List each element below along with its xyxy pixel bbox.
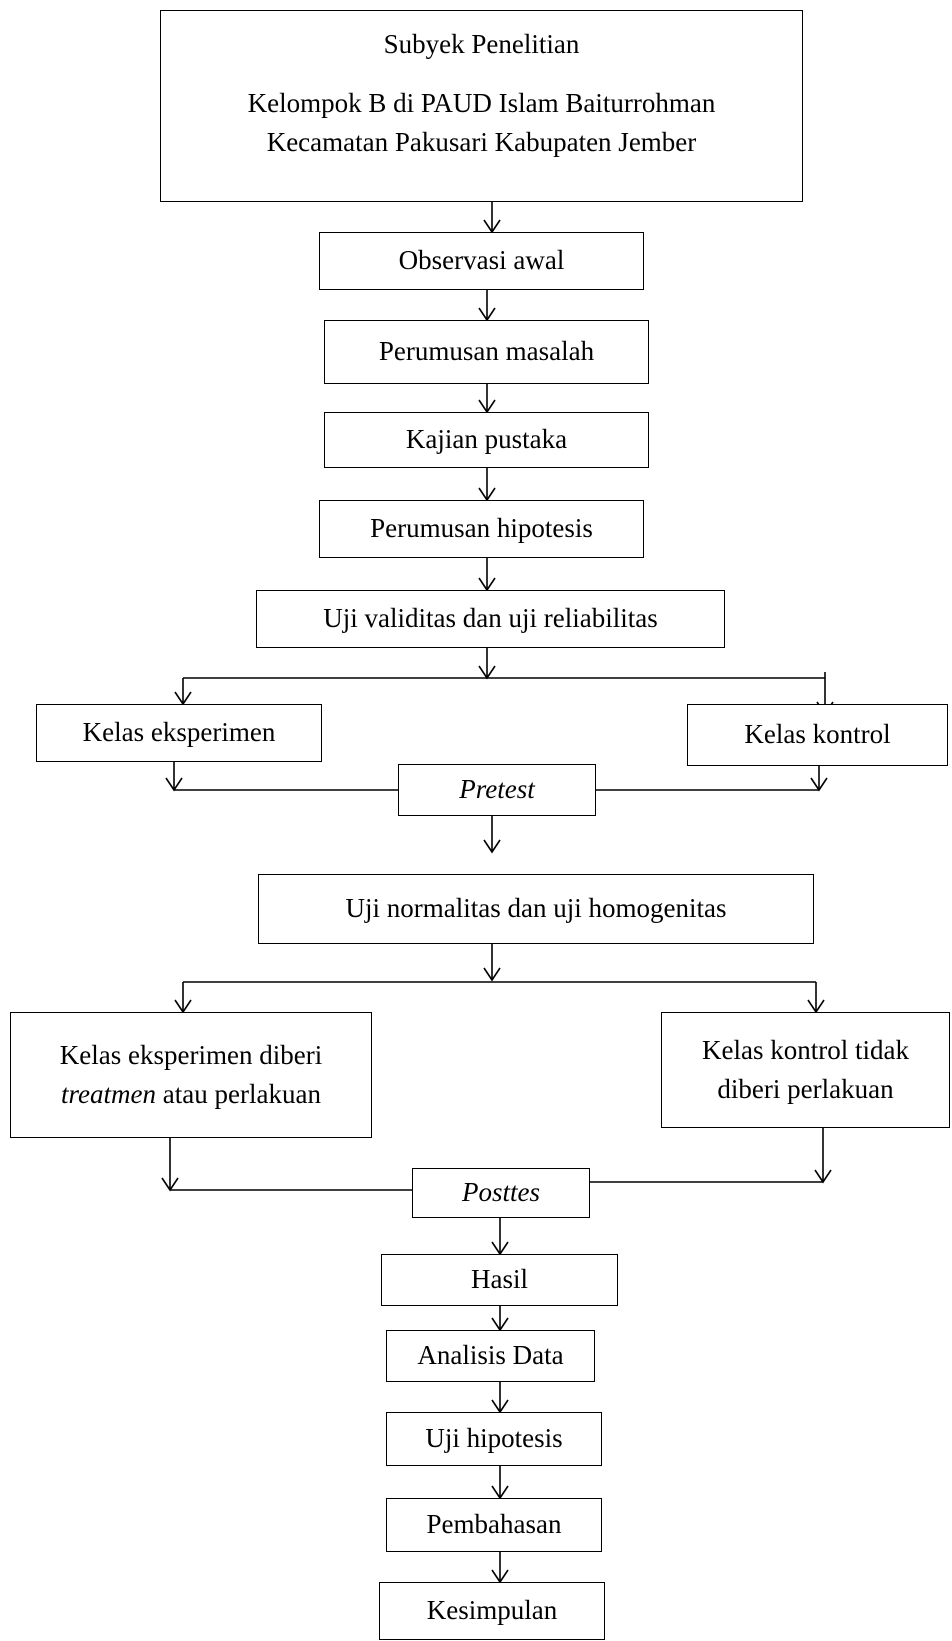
subject-box: Subyek Penelitian Kelompok B di PAUD Isl… xyxy=(160,10,803,202)
uji-validitas-label: Uji validitas dan uji reliabilitas xyxy=(323,603,658,634)
kelas-kontrol-box: Kelas kontrol xyxy=(687,704,948,766)
kesimpulan-label: Kesimpulan xyxy=(426,1595,558,1626)
kontrol-treatment-box: Kelas kontrol tidak diberi perlakuan xyxy=(661,1012,950,1128)
hasil-label: Hasil xyxy=(471,1264,528,1295)
pretest-label: Pretest xyxy=(459,774,535,805)
uji-validitas-box: Uji validitas dan uji reliabilitas xyxy=(256,590,725,648)
eksperimen-treatment-line-2-rest: atau perlakuan xyxy=(156,1079,321,1109)
kelas-eksperimen-label: Kelas eksperimen xyxy=(82,717,276,748)
kontrol-treatment-line-2: diberi perlakuan xyxy=(717,1074,894,1104)
perumusan-masalah-box: Perumusan masalah xyxy=(324,320,649,384)
perumusan-hipotesis-label: Perumusan hipotesis xyxy=(370,513,593,544)
subject-line-2: Kecamatan Pakusari Kabupaten Jember xyxy=(266,127,697,158)
pembahasan-label: Pembahasan xyxy=(426,1509,562,1540)
uji-hipotesis-label: Uji hipotesis xyxy=(425,1423,563,1454)
posttes-label: Posttes xyxy=(462,1177,540,1208)
arrowhead xyxy=(483,839,501,854)
pretest-box: Pretest xyxy=(398,764,596,816)
kontrol-treatment-line-1: Kelas kontrol tidak xyxy=(702,1034,909,1065)
arrowhead xyxy=(483,967,501,982)
posttes-box: Posttes xyxy=(412,1168,590,1218)
uji-normalitas-label: Uji normalitas dan uji homogenitas xyxy=(345,893,727,924)
pembahasan-box: Pembahasan xyxy=(386,1498,602,1552)
kelas-kontrol-label: Kelas kontrol xyxy=(744,719,891,750)
subject-line-1: Kelompok B di PAUD Islam Baiturrohman xyxy=(247,88,716,119)
kelas-eksperimen-box: Kelas eksperimen xyxy=(36,704,322,762)
treatmen-word: treatmen xyxy=(61,1079,157,1109)
hasil-box: Hasil xyxy=(381,1254,618,1306)
eksperimen-treatment-box: Kelas eksperimen diberi treatmen atau pe… xyxy=(10,1012,372,1138)
perumusan-hipotesis-box: Perumusan hipotesis xyxy=(319,500,644,558)
observasi-awal-label: Observasi awal xyxy=(398,245,565,276)
kajian-pustaka-label: Kajian pustaka xyxy=(405,424,568,455)
kajian-pustaka-box: Kajian pustaka xyxy=(324,412,649,468)
eksperimen-treatment-line-2: treatmen atau perlakuan xyxy=(61,1075,321,1114)
eksperimen-treatment-line-1: Kelas eksperimen diberi xyxy=(59,1039,323,1070)
analisis-data-box: Analisis Data xyxy=(386,1330,595,1382)
uji-normalitas-box: Uji normalitas dan uji homogenitas xyxy=(258,874,814,944)
perumusan-masalah-label: Perumusan masalah xyxy=(378,336,595,367)
subject-title: Subyek Penelitian xyxy=(383,29,580,59)
analisis-data-label: Analisis Data xyxy=(417,1340,564,1371)
observasi-awal-box: Observasi awal xyxy=(319,232,644,290)
uji-hipotesis-box: Uji hipotesis xyxy=(386,1412,602,1466)
kesimpulan-box: Kesimpulan xyxy=(379,1582,605,1640)
